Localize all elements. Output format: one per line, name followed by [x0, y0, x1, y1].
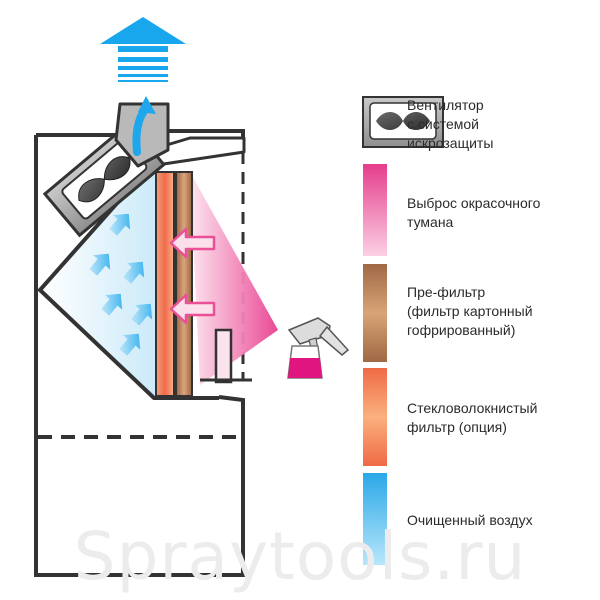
legend-swatch-mist: [363, 164, 387, 256]
legend-label-fiberglass: Стекловолокнистый фильтр (опция): [407, 399, 537, 437]
legend-label-fan: Вентилятор с системой искрозащиты: [407, 96, 493, 153]
legend-line: с системой: [407, 116, 479, 132]
legend-line: искрозащиты: [407, 135, 494, 151]
legend-line: (фильтр картонный: [407, 303, 533, 319]
prefilter-panel: [175, 171, 193, 397]
legend-line: гофрированный): [407, 322, 516, 338]
duct-arrow-head: [138, 96, 156, 114]
legend-swatch-clean-air: [363, 473, 387, 565]
mist-inflow-arrows: [169, 227, 216, 325]
legend-label-mist: Выброс окрасочного тумана: [407, 194, 540, 232]
legend-line: Стекловолокнистый: [407, 400, 538, 416]
paint-mist-cone: [190, 172, 278, 385]
inflow-arrow-lower: [169, 293, 216, 325]
legend-line: Пре-фильтр: [407, 284, 486, 300]
drip-tray: [214, 328, 233, 384]
legend-label-prefilter: Пре-фильтр (фильтр картонный гофрированн…: [407, 283, 533, 340]
legend-line: фильтр (опция): [407, 419, 507, 435]
booth-wedge-outline: [38, 164, 219, 400]
exhaust-duct: [114, 102, 170, 168]
legend-fan-blade-icon: [376, 111, 430, 131]
legend-swatch-prefilter: [363, 264, 387, 362]
spray-gun-icon: [287, 317, 350, 379]
legend-swatch-fiberglass: [363, 368, 387, 466]
fiberglass-filter-panel: [155, 171, 175, 397]
legend-line: Очищенный воздух: [407, 512, 533, 528]
watermark: Spraytools.ru: [73, 518, 527, 595]
legend-label-clean-air: Очищенный воздух: [407, 511, 533, 530]
legend-fan-icon: [362, 96, 444, 148]
legend-line: Выброс окрасочного: [407, 195, 541, 211]
legend-line: Вентилятор: [407, 97, 484, 113]
inflow-arrow-upper: [169, 227, 216, 259]
exhaust-outlet-arrow: [100, 17, 186, 82]
legend-line: тумана: [407, 214, 454, 230]
